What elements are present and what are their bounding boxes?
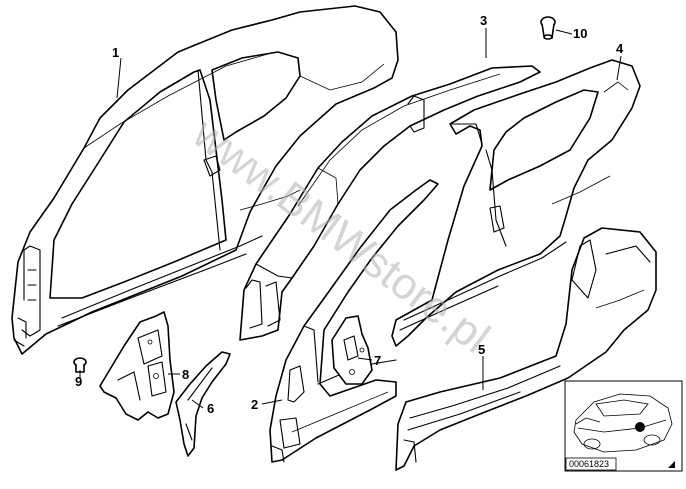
callout-7: 7 — [374, 353, 381, 368]
part-10-plug — [540, 16, 556, 40]
callout-10: 10 — [573, 26, 587, 41]
part-9-clip — [73, 357, 87, 373]
callout-labels: 1 2 3 4 5 6 7 8 9 10 — [75, 13, 624, 416]
part-3-roof-frame — [239, 65, 541, 341]
callout-9: 9 — [75, 374, 82, 389]
callout-6: 6 — [207, 401, 214, 416]
part-5-outer-side-panel — [395, 227, 657, 471]
inset-car-thumbnail: 00061823 — [564, 380, 683, 472]
part-8-pillar-reinforcement — [99, 311, 175, 421]
inset-corner-mark — [668, 461, 675, 468]
callout-2: 2 — [251, 397, 258, 412]
callout-5: 5 — [478, 342, 485, 357]
part-7-bracket — [331, 315, 373, 385]
part-6-strut — [175, 351, 231, 457]
callout-3: 3 — [480, 13, 487, 28]
callout-1: 1 — [112, 45, 119, 60]
callout-8: 8 — [182, 367, 189, 382]
callout-4: 4 — [616, 41, 624, 56]
leader-lines — [79, 28, 622, 409]
part-2-inner-side-frame — [269, 179, 439, 463]
highlight-marker — [635, 422, 645, 432]
part-4-rear-side-panel — [391, 59, 641, 347]
part-1-side-frame — [11, 5, 399, 355]
reference-number: 00061823 — [569, 459, 609, 469]
